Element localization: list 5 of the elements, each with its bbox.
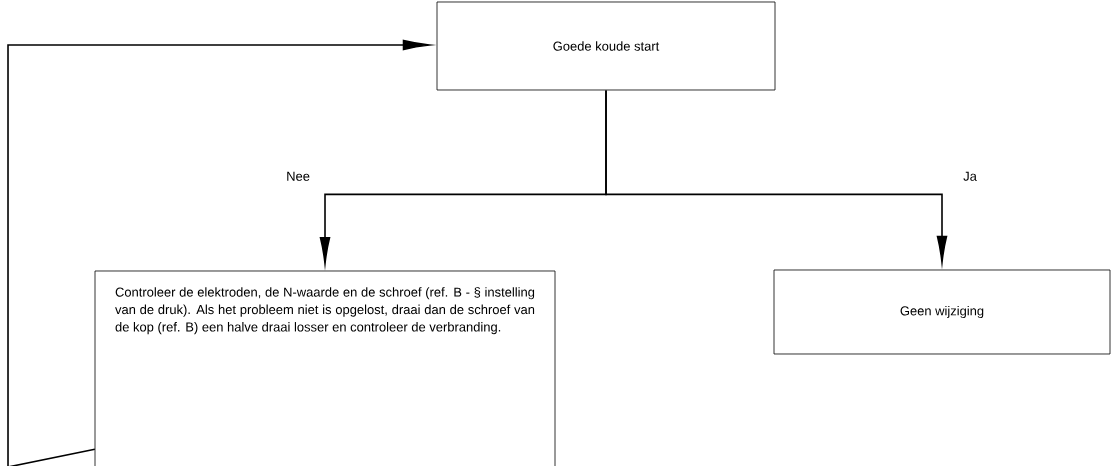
process-box: Goede koude start — [436, 1, 776, 91]
process-box: Geen wijziging — [773, 269, 1111, 355]
edge-label: Ja — [963, 171, 977, 181]
edge-label: Nee — [287, 171, 310, 181]
process-box: Controleer de elektroden, de N-waarde en de schroef (ref. B - § instelling van de druk). Als het probleem niet is opgelost, draai dan de schroef van de kop (ref. B) een halve draai losser en controleer de verbranding. — [94, 270, 556, 466]
